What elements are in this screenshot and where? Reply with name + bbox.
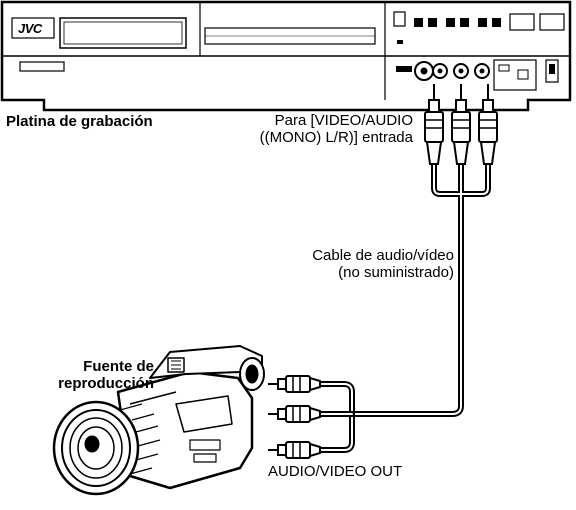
front-buttons bbox=[393, 11, 565, 44]
rca-plug bbox=[268, 375, 321, 393]
camcorder bbox=[52, 345, 265, 496]
rca-plug bbox=[268, 441, 321, 459]
cable-label-line2: (no suministrado) bbox=[338, 264, 454, 281]
av-cable bbox=[315, 161, 491, 453]
rca-plug bbox=[268, 405, 321, 423]
rca-plug bbox=[424, 84, 444, 165]
rca-plugs-camcorder bbox=[268, 375, 321, 459]
rca-plugs-recorder bbox=[424, 84, 498, 165]
cable-label: Cable de audio/vídeo (no suministrado) bbox=[312, 247, 454, 281]
source-label: Fuente de reproducción bbox=[58, 358, 154, 392]
rca-plug bbox=[451, 84, 471, 165]
output-label: AUDIO/VIDEO OUT bbox=[268, 463, 403, 480]
recorder-deck bbox=[0, 0, 572, 112]
rca-plug bbox=[478, 84, 498, 165]
input-label: Para [VIDEO/AUDIO ((MONO) L/R)] entrada bbox=[260, 112, 413, 146]
front-input-panel bbox=[396, 59, 559, 91]
recorder-label: Platina de grabación bbox=[6, 113, 153, 130]
input-label-line1: Para [VIDEO/AUDIO bbox=[274, 112, 413, 129]
brand-logo: JVC bbox=[18, 21, 42, 36]
cable-label-line1: Cable de audio/vídeo bbox=[312, 247, 454, 264]
source-label-line2: reproducción bbox=[58, 375, 154, 392]
display-window bbox=[59, 17, 187, 49]
source-label-line1: Fuente de bbox=[83, 358, 154, 375]
input-label-line2: ((MONO) L/R)] entrada bbox=[259, 129, 413, 146]
